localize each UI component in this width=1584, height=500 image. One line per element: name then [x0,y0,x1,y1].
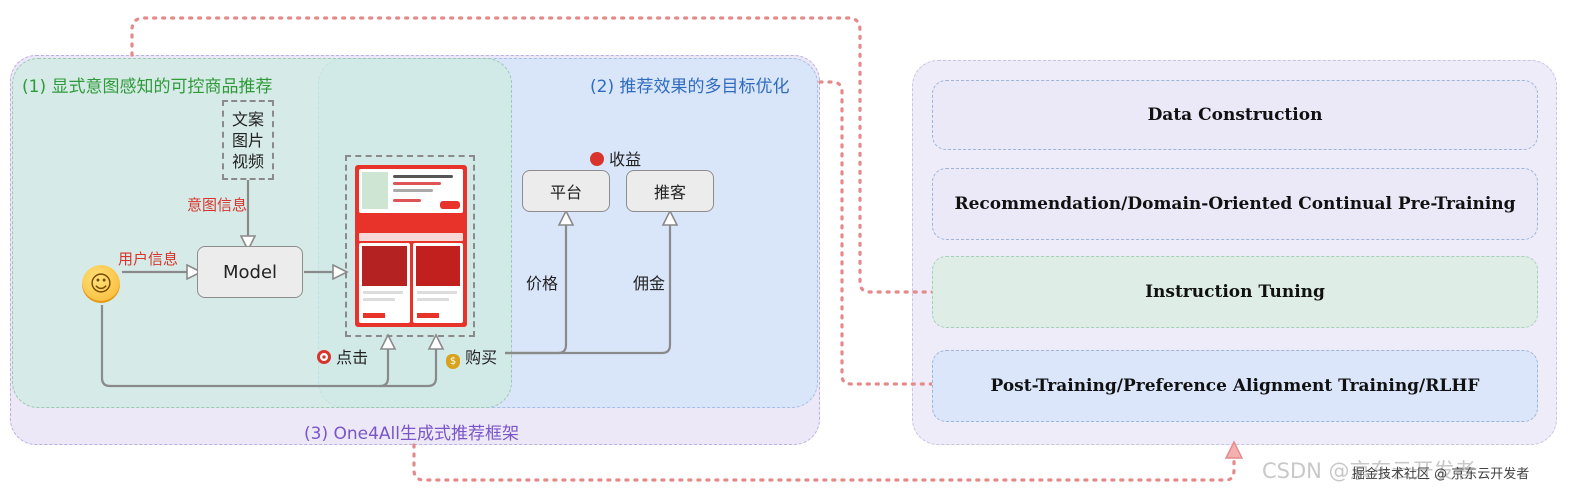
user-info-label: 用户信息 [118,250,179,268]
content-modality-box: 文案 图片 视频 [222,100,274,180]
promoter-box: 推客 [626,170,714,212]
dotted-arrow-post-training [818,80,1010,394]
target-icon [317,350,331,364]
buy-label: 购买 [465,348,498,367]
intent-info-label: 意图信息 [187,196,248,214]
revenue-label: 收益 [609,150,642,169]
click-label: 点击 [336,348,369,367]
stage-continual-pretraining: Recommendation/Domain-Oriented Continual… [932,168,1538,240]
stage-post-training: Post-Training/Preference Alignment Train… [932,350,1538,422]
model-box: Model [197,246,303,298]
apple-icon [590,152,604,166]
stage-instruction-tuning: Instruction Tuning [932,256,1538,328]
watermark-main: CSDN @京东云开发者 [1262,459,1476,483]
smiling-face-icon: ☺ [82,265,120,303]
content-line-copy: 文案 [231,109,264,129]
money-bag-icon: $ [446,354,460,369]
watermark-sub: 掘金技术社区 @ 京东云开发者 [1352,467,1530,482]
region2-title: (2) 推荐效果的多目标优化 [590,77,790,97]
commission-label: 佣金 [633,274,666,293]
dotted-arrow-instruction-tuning [130,16,1152,302]
revenue-heading: 收益 [590,146,641,170]
platform-box: 平台 [522,170,610,212]
region1-title: (1) 显式意图感知的可控商品推荐 [22,77,273,97]
feedback-loop [100,305,397,388]
content-line-image: 图片 [231,130,264,150]
price-label: 价格 [526,274,559,293]
region3-title: (3) One4All生成式推荐框架 [304,424,519,444]
recommended-items-frame [345,155,475,337]
arrow-to-promoter [505,209,679,355]
product-list-screenshot [355,165,467,327]
content-line-video: 视频 [231,151,264,171]
stage-data-construction: Data Construction [932,80,1538,150]
dotted-arrow-bottom-loop [412,440,1244,482]
click-feedback: 点击 [317,344,368,368]
buy-feedback: $ 购买 [446,344,497,369]
